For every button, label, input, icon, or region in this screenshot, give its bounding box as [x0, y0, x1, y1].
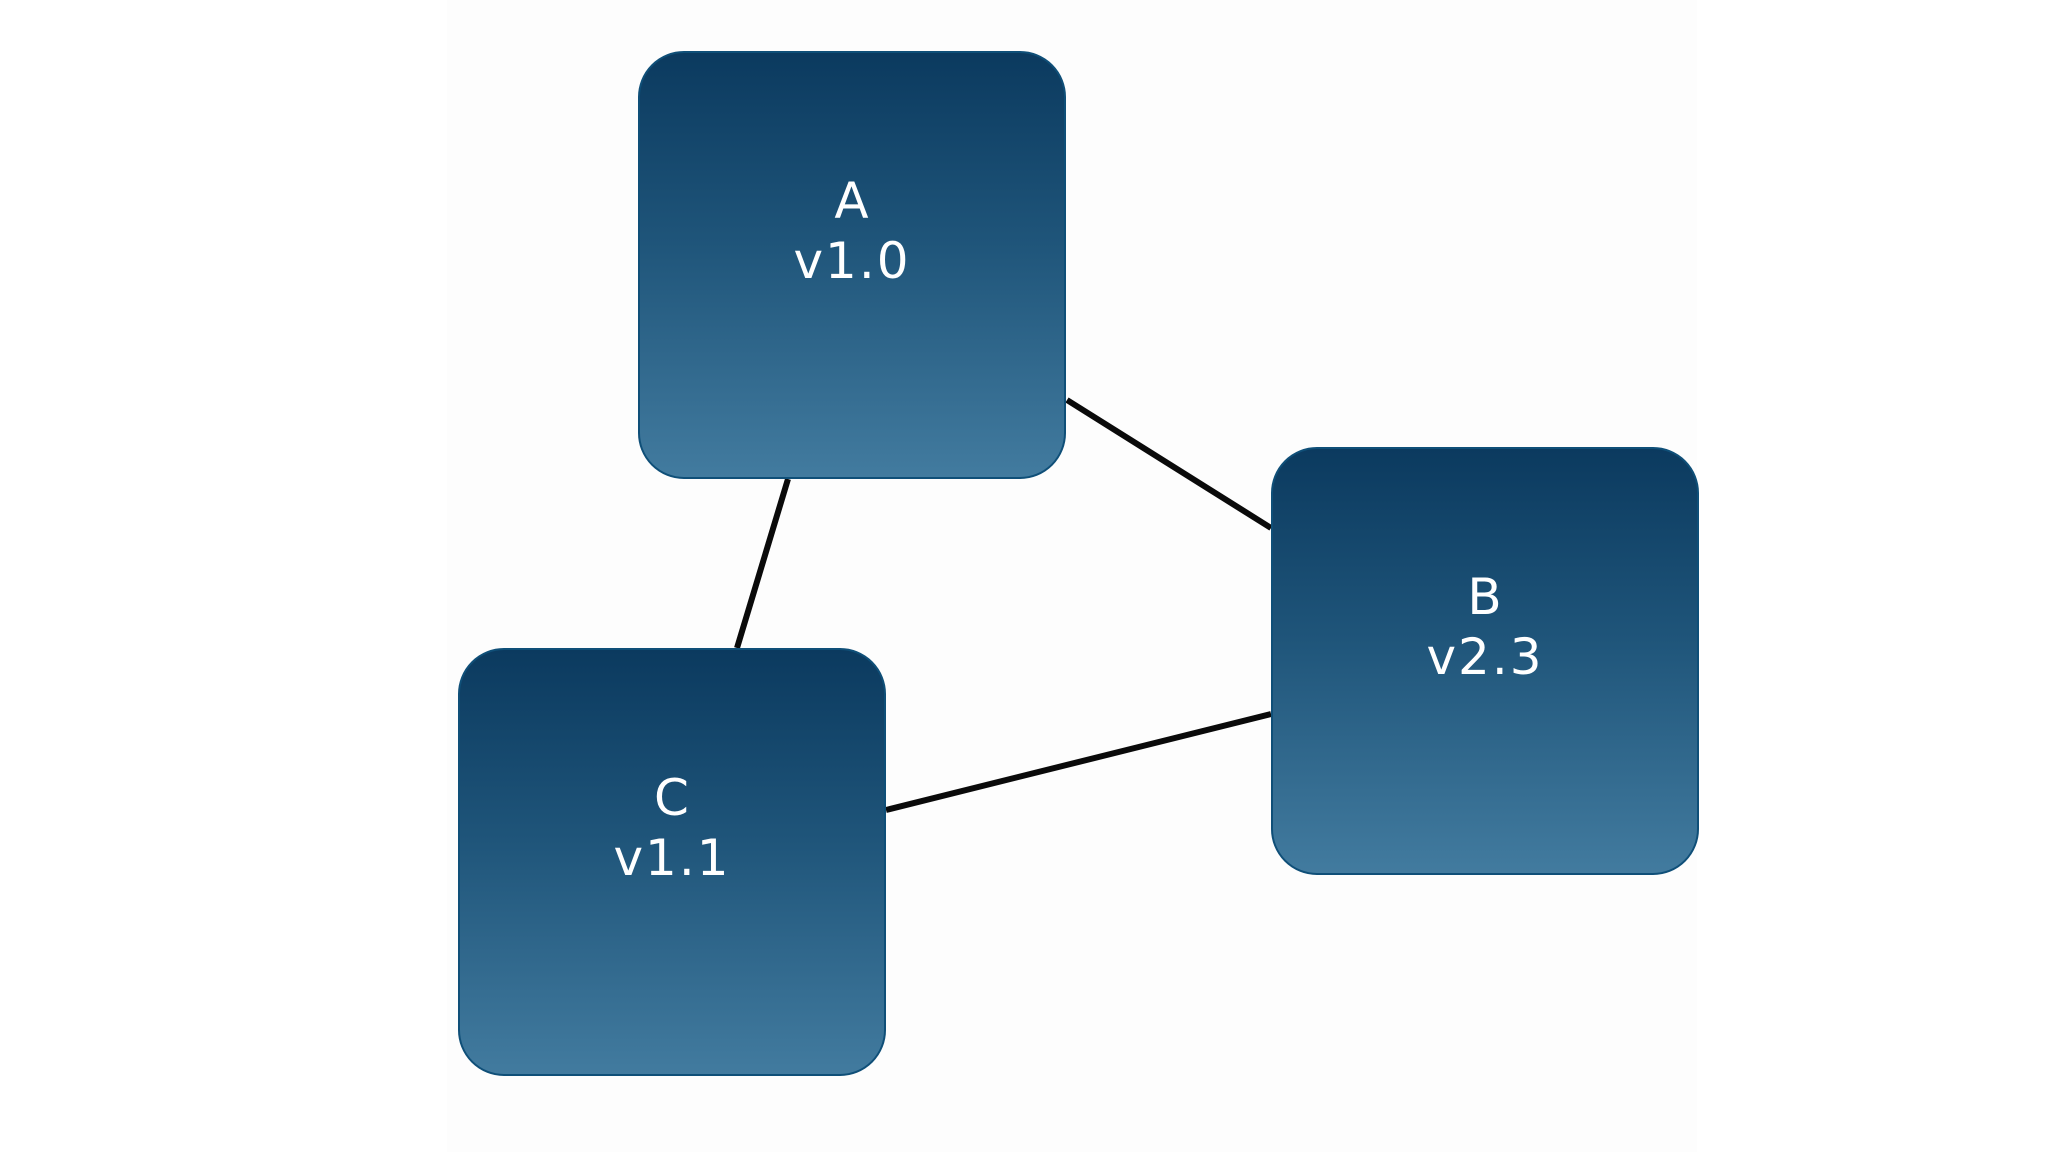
node-c-label: C v1.1: [613, 768, 730, 888]
node-c[interactable]: C v1.1: [458, 648, 886, 1076]
edge-a-b: [1065, 397, 1273, 531]
node-a-name: A: [834, 172, 870, 230]
edge-a-c: [734, 478, 791, 649]
node-b-label: B v2.3: [1426, 567, 1543, 687]
node-a-version: v1.0: [793, 232, 911, 290]
node-a-label: A v1.0: [793, 171, 910, 291]
node-a[interactable]: A v1.0: [638, 51, 1066, 479]
node-b-name: B: [1467, 568, 1503, 626]
node-b[interactable]: B v2.3: [1271, 447, 1699, 875]
node-c-name: C: [654, 769, 690, 827]
edge-c-b: [885, 711, 1272, 813]
node-b-version: v2.3: [1426, 628, 1544, 686]
node-c-version: v1.1: [613, 829, 731, 887]
